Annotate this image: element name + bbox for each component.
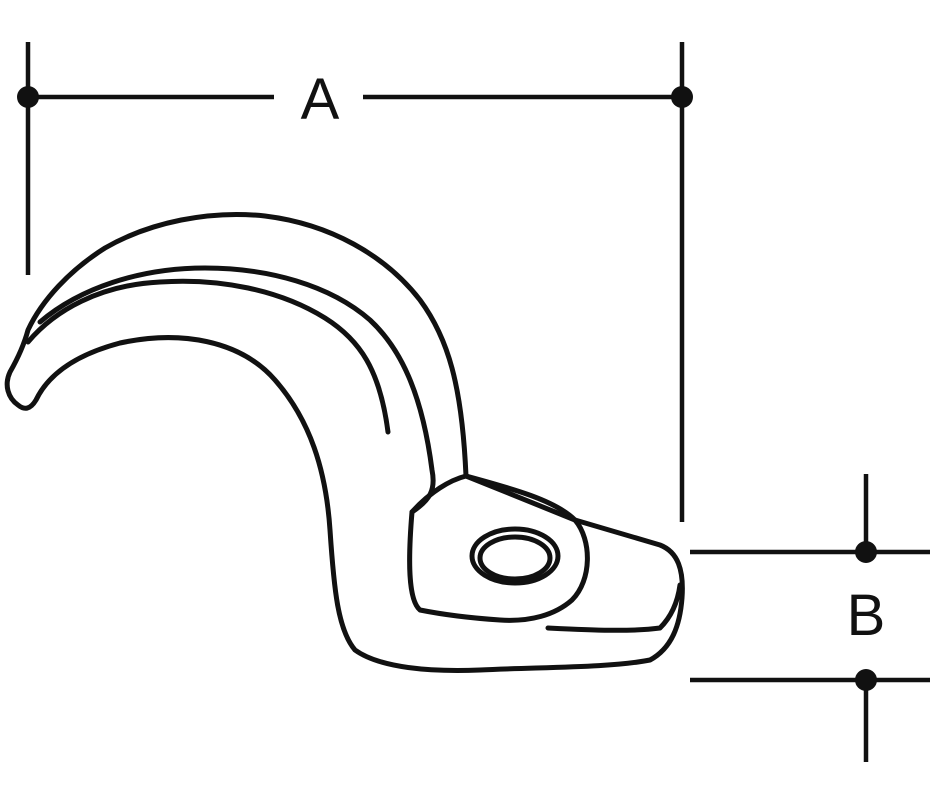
dimension-b: B [690, 474, 930, 762]
dimension-a-endpoint-left [17, 86, 39, 108]
dimension-a-endpoint-right [671, 86, 693, 108]
strap-mounting-pad [407, 473, 590, 623]
strap-outline [4, 211, 685, 673]
strap-band-edge [25, 278, 391, 435]
strap-pad-lip [545, 582, 683, 633]
strap-drawing [4, 211, 685, 673]
dimension-a-label: A [301, 67, 340, 132]
mounting-hole [469, 526, 561, 586]
mounting-hole-inner [477, 534, 553, 582]
dimension-b-endpoint-bottom [855, 669, 877, 691]
strap-band-ridge [37, 265, 436, 515]
dimension-a: A [17, 42, 693, 522]
dimension-b-endpoint-top [855, 541, 877, 563]
dimension-b-label: B [847, 583, 886, 648]
